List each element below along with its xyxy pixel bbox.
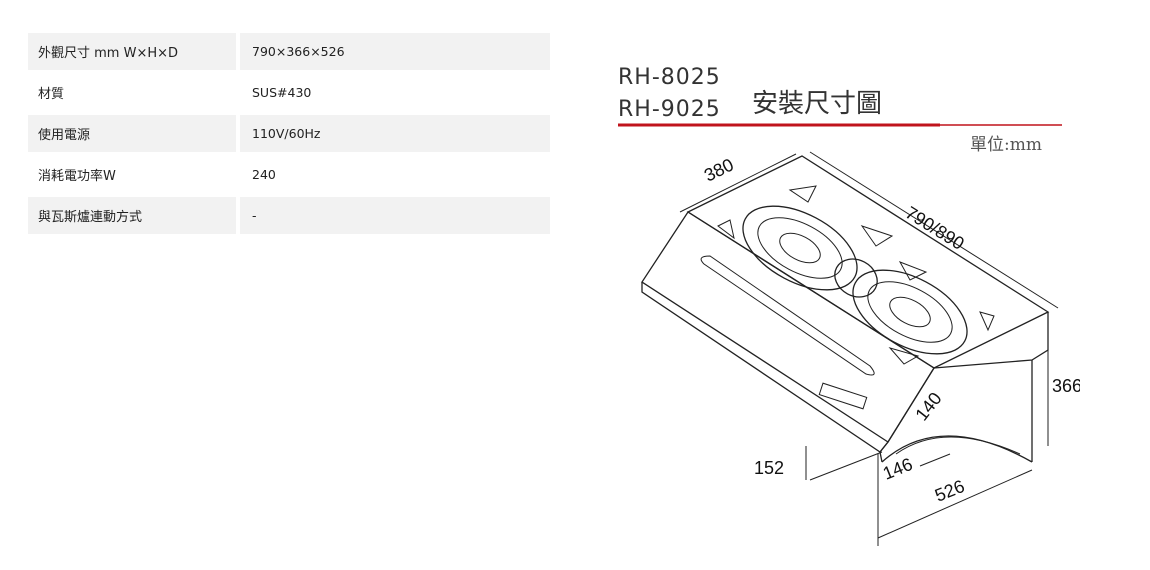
spec-row-dimensions: 外觀尺寸 mm W×H×D 790×366×526 xyxy=(28,33,550,70)
dim-depth-top: 380 xyxy=(701,154,737,185)
installation-drawing: RH-8025 RH-9025 安裝尺寸圖 單位:mm xyxy=(618,65,1080,546)
diagram-title: 安裝尺寸圖 xyxy=(752,89,882,119)
spec-value: 110V/60Hz xyxy=(240,115,550,152)
spec-table: 外觀尺寸 mm W×H×D 790×366×526 材質 SUS#430 使用電… xyxy=(28,33,550,238)
dim-duct-diameter: 140 xyxy=(911,388,945,424)
spec-row-power-consumption: 消耗電功率W 240 xyxy=(28,156,550,193)
dim-height: 366 xyxy=(1052,376,1080,396)
range-hood-drawing xyxy=(641,155,1050,463)
spec-value: - xyxy=(240,197,550,234)
dim-width: 790/890 xyxy=(902,202,968,253)
dimension-lines xyxy=(679,151,1059,546)
spec-label: 外觀尺寸 mm W×H×D xyxy=(28,33,236,70)
dim-front-height: 152 xyxy=(754,458,784,478)
spec-value: 240 xyxy=(252,167,276,182)
spec-row-material: 材質 SUS#430 xyxy=(28,74,550,111)
spec-label: 使用電源 xyxy=(28,115,236,152)
spec-label: 消耗電功率W xyxy=(38,169,116,184)
spec-row-power-supply: 使用電源 110V/60Hz xyxy=(28,115,550,152)
spec-label: 與瓦斯爐連動方式 xyxy=(28,197,236,234)
installation-diagram: RH-8025 RH-9025 安裝尺寸圖 單位:mm xyxy=(600,50,1080,560)
spec-row-gas-linkage: 與瓦斯爐連動方式 - xyxy=(28,197,550,234)
spec-value: SUS#430 xyxy=(252,85,312,100)
unit-label: 單位:mm xyxy=(970,135,1042,155)
model-name-2: RH-9025 xyxy=(618,97,721,122)
spec-value: 790×366×526 xyxy=(240,33,550,70)
spec-label: 材質 xyxy=(38,87,65,102)
model-name-1: RH-8025 xyxy=(618,65,721,90)
